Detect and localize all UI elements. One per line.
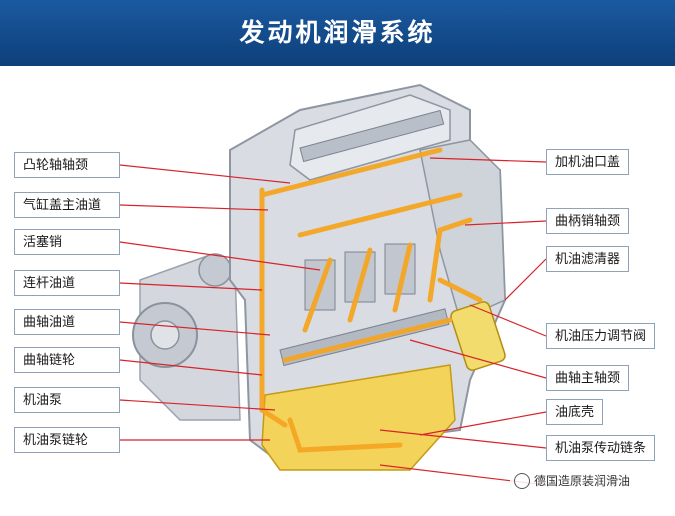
- title-banner: [0, 0, 675, 66]
- engine-illustration: [132, 83, 507, 471]
- label-oil-pressure-regulator: 机油压力调节阀: [546, 323, 656, 349]
- label-crankshaft-oil-passage: 曲轴油道: [14, 309, 120, 335]
- watermark-text: 德国造原装润滑油: [534, 474, 631, 488]
- label-oil-pump-drive-chain: 机油泵传动链条: [546, 435, 656, 461]
- label-crankpin-journal: 曲柄销轴颈: [546, 208, 630, 234]
- label-conrod-oil-passage: 连杆油道: [14, 270, 120, 296]
- label-piston-pin: 活塞销: [14, 229, 120, 255]
- label-crankshaft-sprocket: 曲轴链轮: [14, 347, 120, 373]
- label-oil-filler-cap: 加机油口盖: [546, 149, 630, 175]
- page-title: 发动机润滑系统: [239, 18, 436, 47]
- leader-lines-left: [119, 164, 321, 441]
- label-oil-pump: 机油泵: [14, 387, 120, 413]
- label-oil-pump-sprocket: 机油泵链轮: [14, 427, 120, 453]
- oil-passages: [259, 147, 483, 453]
- label-oil-pan: 油底壳: [546, 399, 604, 425]
- label-cylinder-head-gallery: 气缸盖主油道: [14, 192, 120, 218]
- label-camshaft-journal: 凸轮轴轴颈: [14, 152, 120, 178]
- label-crankshaft-main-journal: 曲轴主轴颈: [546, 365, 630, 391]
- wechat-icon: [514, 472, 530, 489]
- label-oil-filter: 机油滤清器: [546, 246, 630, 272]
- watermark: 德国造原装润滑油: [510, 470, 635, 492]
